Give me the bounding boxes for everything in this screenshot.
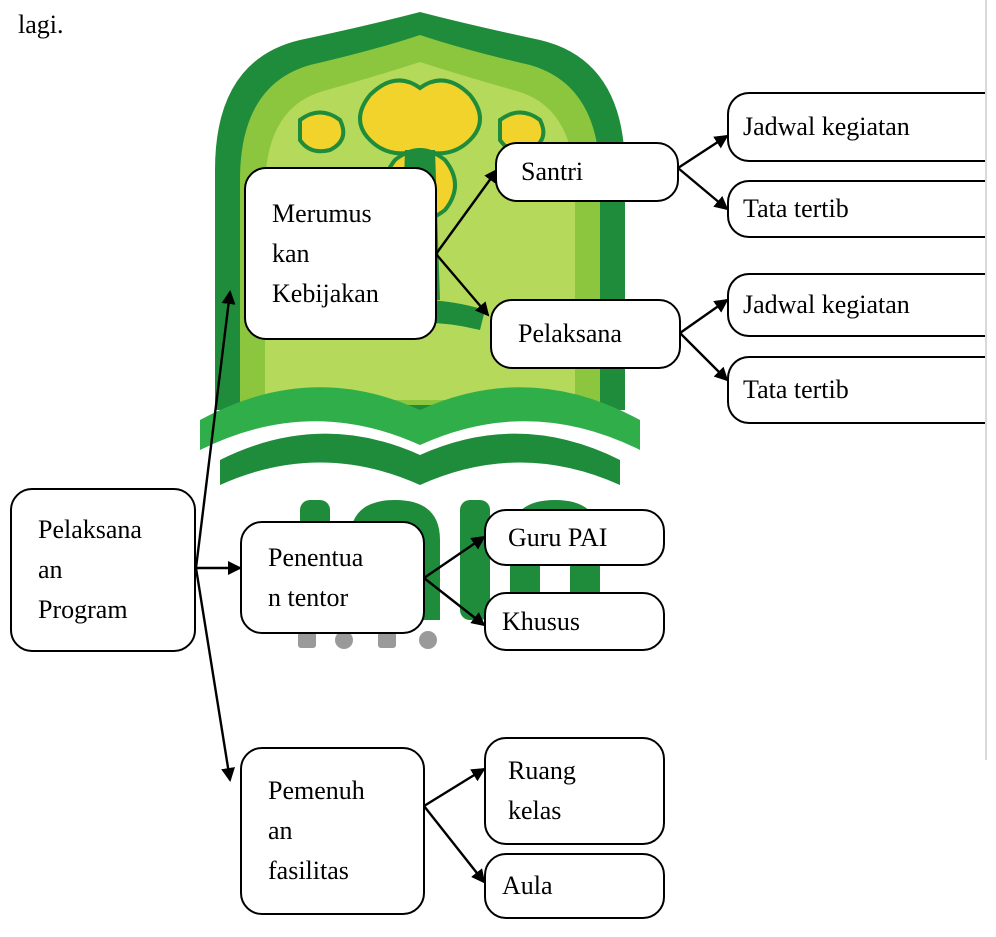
node-line: Pemenuh bbox=[268, 776, 365, 805]
node-line: kelas bbox=[508, 796, 562, 825]
node-penentuan-tentor: Penentua n tentor bbox=[240, 521, 425, 634]
arrow-root-to-pemenuhan bbox=[194, 567, 236, 782]
node-line: Pelaksana bbox=[38, 515, 142, 544]
arrow-root-to-merumuskan bbox=[194, 290, 236, 569]
node-jadwal-kegiatan-santri: Jadwal kegiatan bbox=[727, 92, 985, 162]
node-jadwal-kegiatan-pelaksana: Jadwal kegiatan bbox=[727, 273, 985, 337]
arrow-penentuan-to-gurupai bbox=[423, 535, 486, 579]
node-pemenuhan-fasilitas: Pemenuh an fasilitas bbox=[240, 747, 425, 915]
node-ruang-kelas: Ruang kelas bbox=[484, 737, 665, 845]
node-khusus: Khusus bbox=[484, 592, 665, 651]
node-line: Aula bbox=[502, 871, 553, 900]
node-tata-tertib-pelaksana: Tata tertib bbox=[727, 356, 985, 424]
arrow-pemenuhan-to-aula bbox=[423, 805, 486, 884]
logo-book-band-1 bbox=[200, 387, 640, 450]
page-text-fragment: lagi. bbox=[18, 10, 64, 39]
arrow-santri-to-jadwal bbox=[677, 134, 729, 170]
arrow-merumuskan-to-pelaksana bbox=[435, 253, 490, 317]
arrow-pelaksana-to-jadwal bbox=[679, 298, 729, 334]
node-line: Program bbox=[38, 595, 128, 624]
arrow-pemenuhan-to-ruang bbox=[423, 767, 486, 808]
node-line: Tata tertib bbox=[743, 375, 849, 404]
arrow-santri-to-tata bbox=[677, 167, 729, 211]
node-line: fasilitas bbox=[268, 856, 349, 885]
node-tata-tertib-santri: Tata tertib bbox=[727, 180, 985, 238]
page-margin-rule bbox=[985, 0, 987, 760]
node-line: Khusus bbox=[502, 606, 581, 636]
node-guru-pai: Guru PAI bbox=[484, 509, 665, 566]
node-line: Kebijakan bbox=[272, 278, 379, 308]
node-line: kan bbox=[272, 238, 310, 268]
node-line: an bbox=[38, 555, 63, 584]
node-aula: Aula bbox=[484, 853, 665, 919]
arrow-pelaksana-to-tata bbox=[679, 332, 729, 382]
node-line: Tata tertib bbox=[743, 194, 849, 223]
node-pelaksana: Pelaksana bbox=[490, 299, 681, 369]
node-line: Penentua bbox=[268, 542, 364, 572]
node-line: Santri bbox=[521, 157, 584, 186]
node-pelaksanaan-program: Pelaksana an Program bbox=[10, 488, 196, 652]
node-line: Jadwal kegiatan bbox=[743, 290, 910, 319]
node-merumuskan-kebijakan: Merumus kan Kebijakan bbox=[244, 167, 437, 340]
node-line: an bbox=[268, 816, 293, 845]
node-line: Jadwal kegiatan bbox=[743, 112, 910, 141]
node-line: Ruang bbox=[508, 756, 576, 785]
arrow-merumuskan-to-santri bbox=[435, 168, 499, 255]
node-line: Guru PAI bbox=[508, 522, 608, 552]
node-line: Merumus bbox=[272, 198, 372, 228]
node-santri: Santri bbox=[495, 142, 679, 202]
node-line: n tentor bbox=[268, 582, 349, 612]
logo-book-band-2 bbox=[220, 433, 620, 485]
node-line: Pelaksana bbox=[518, 319, 622, 348]
arrow-penentuan-to-khusus bbox=[423, 577, 486, 627]
